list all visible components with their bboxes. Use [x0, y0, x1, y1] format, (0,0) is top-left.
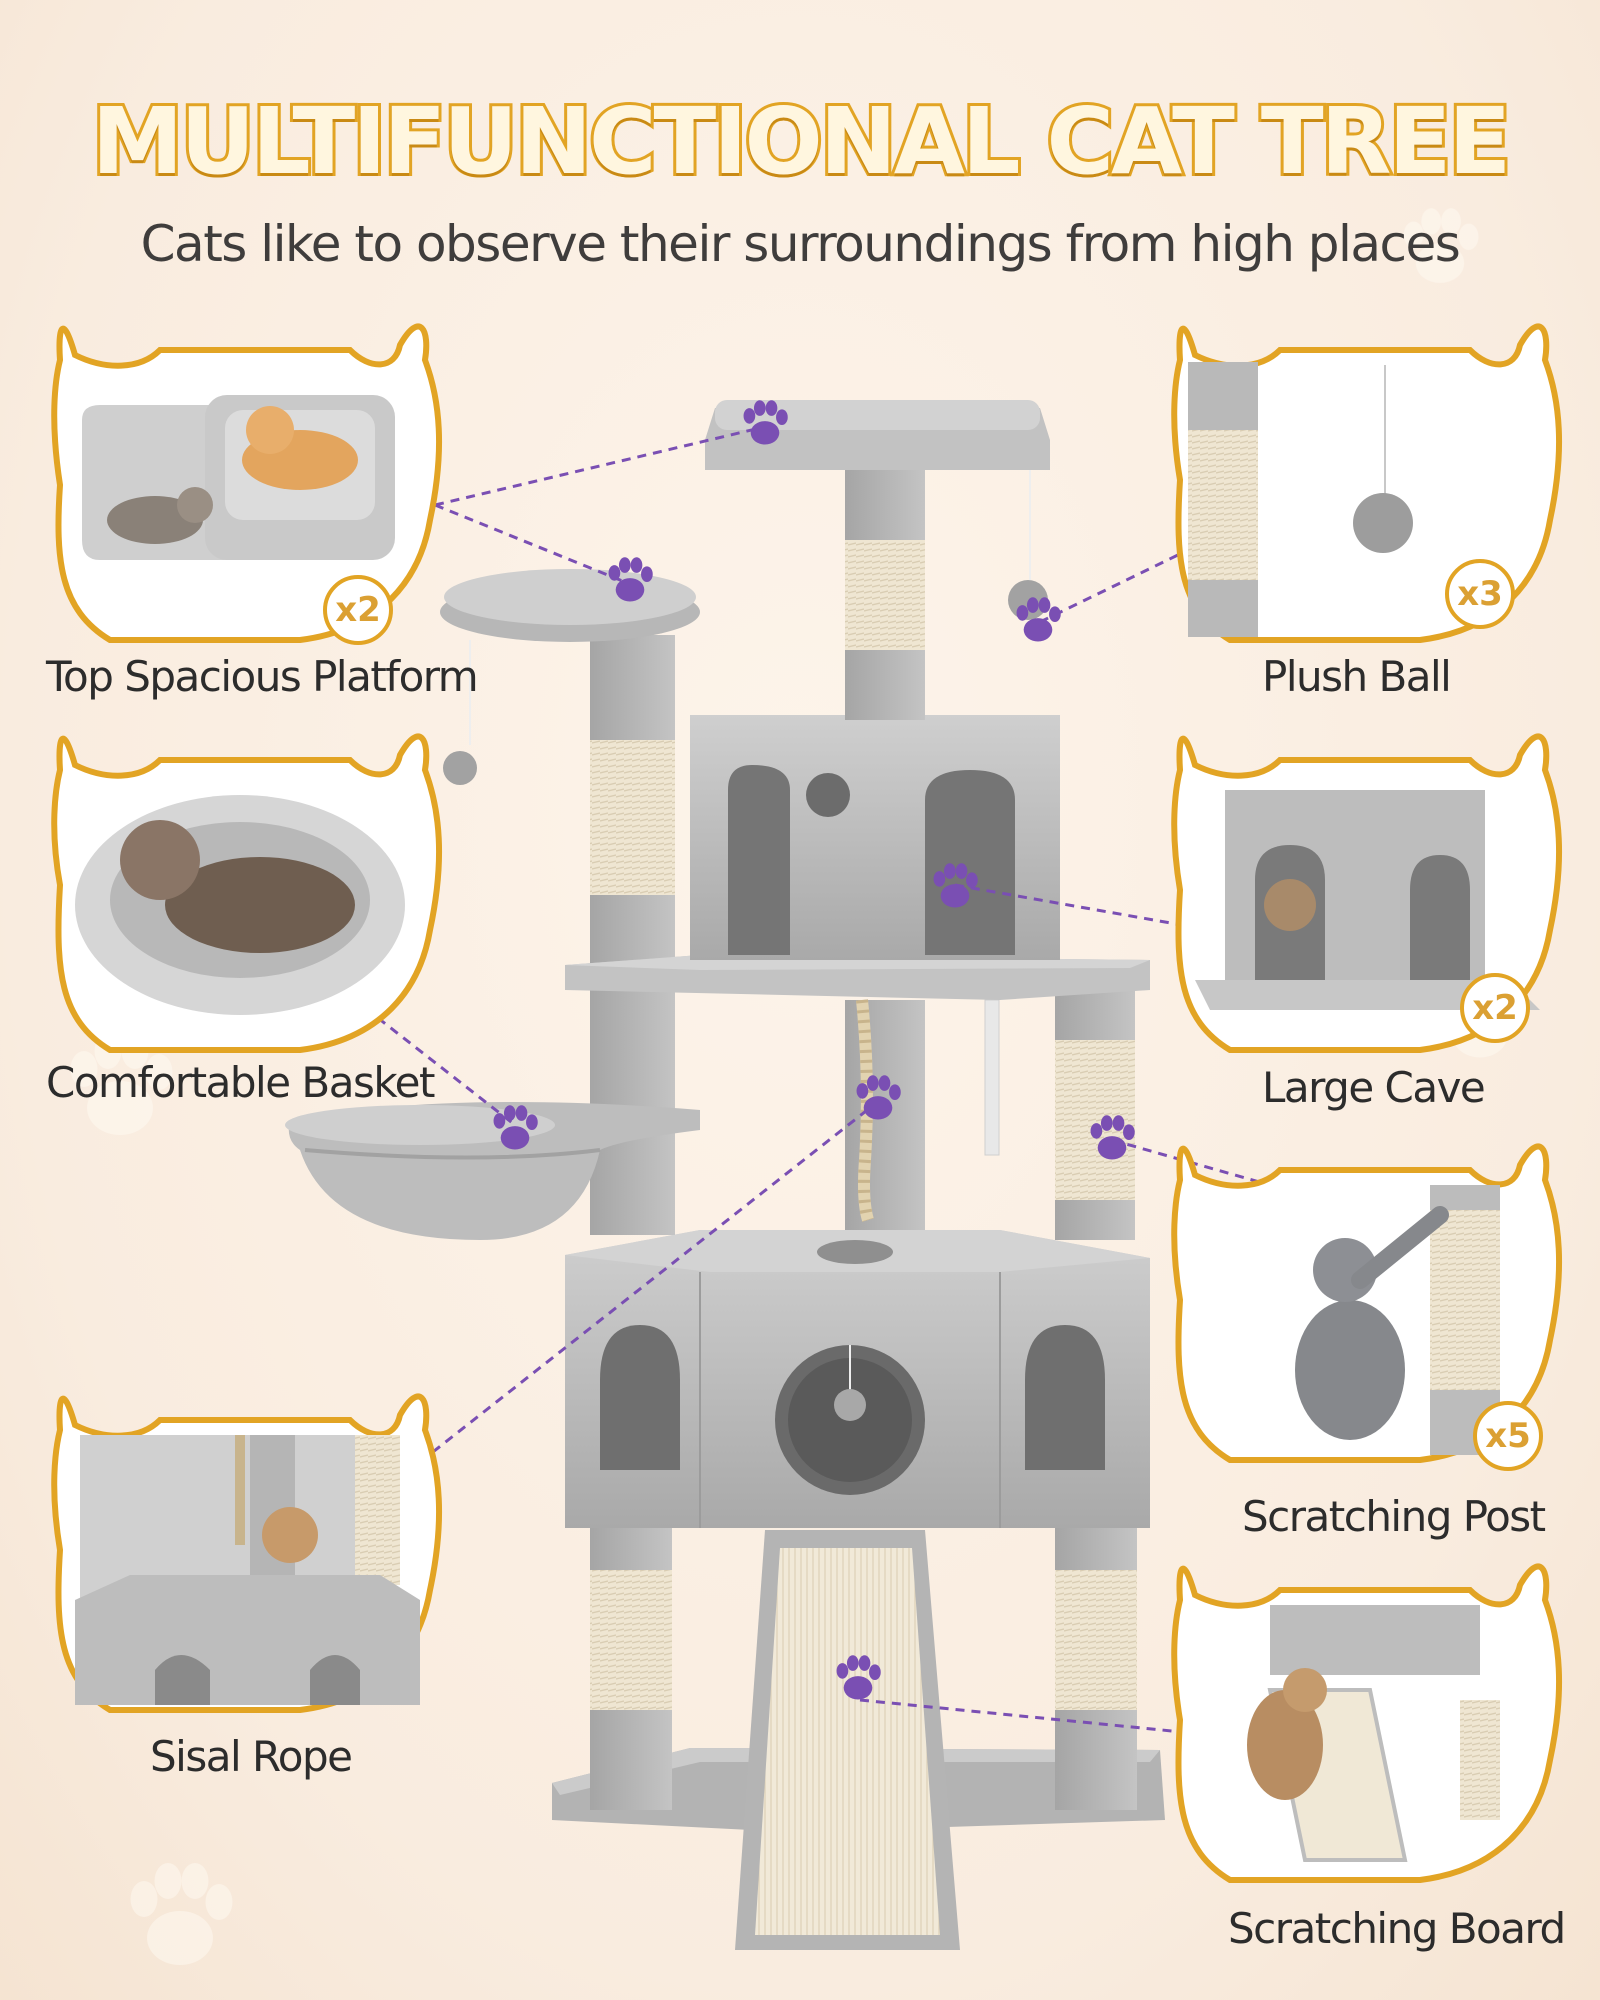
count-plush-ball: x3: [1457, 574, 1503, 614]
label-top-spacious-platform: Top Spacious Platform: [46, 652, 479, 701]
count-top-platform: x2: [335, 590, 381, 630]
basket-shape: [285, 1102, 700, 1240]
badge-plush-ball: [1445, 559, 1515, 629]
label-scratching-board: Scratching Board: [1228, 1904, 1566, 1953]
bottom-condo: [565, 1230, 1150, 1528]
page-title: MULTIFUNCTIONAL CAT TREE: [89, 85, 1514, 198]
label-comfortable-basket: Comfortable Basket: [46, 1058, 435, 1107]
label-plush-ball: Plush Ball: [1262, 652, 1452, 701]
count-scratching-post: x5: [1485, 1416, 1531, 1456]
photo-frame-top-platform: [51, 323, 443, 643]
label-sisal-rope: Sisal Rope: [150, 1732, 353, 1781]
photo-frame-basket: [51, 733, 443, 1053]
top-platform-shape: [705, 400, 1050, 620]
bottom-posts: [590, 1520, 1137, 1810]
photo-frame-scratching-board: [1171, 1563, 1563, 1883]
badge-large-cave: [1460, 973, 1530, 1043]
label-scratching-post: Scratching Post: [1242, 1492, 1546, 1541]
photo-frame-large-cave: [1171, 733, 1563, 1053]
top-post: [845, 465, 925, 720]
count-badges: [323, 559, 1543, 1471]
page-subtitle: Cats like to observe their surroundings …: [140, 215, 1461, 273]
badge-scratching-post: [1473, 1401, 1543, 1471]
photo-frame-plush-ball: [1171, 323, 1563, 643]
count-large-cave: x2: [1472, 988, 1518, 1028]
label-large-cave: Large Cave: [1262, 1063, 1486, 1112]
scratching-board-shape: [735, 1530, 960, 1950]
photo-frame-sisal-rope: [51, 1393, 443, 1713]
badge-top-platform: [323, 575, 393, 645]
upper-condo: [690, 715, 1060, 960]
